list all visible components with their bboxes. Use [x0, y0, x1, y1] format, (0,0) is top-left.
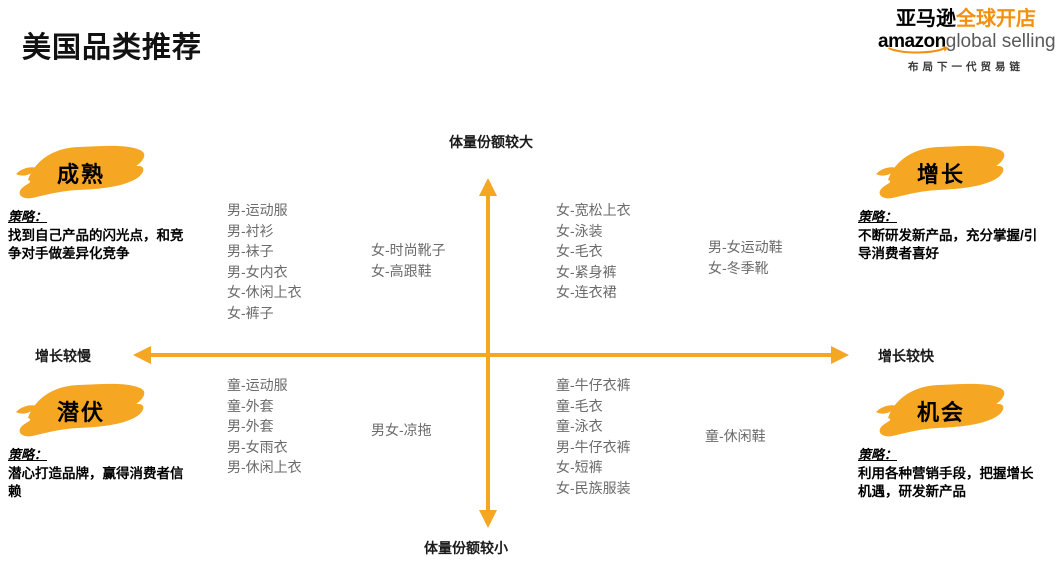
strategy-body-opportunity: 利用各种营销手段，把握增长机遇，研发新产品: [858, 466, 1034, 499]
category-item: 女-民族服装: [556, 479, 631, 496]
logo-tagline: 布局下一代贸易链: [908, 61, 1024, 73]
category-item: 女-休闲上衣: [227, 284, 302, 300]
brush-stroke-icon: 成熟: [8, 140, 154, 204]
strategy-body-latent: 潜心打造品牌，赢得消费者信赖: [8, 466, 184, 499]
category-item: 男-外套: [227, 418, 274, 434]
category-item: 童-休闲鞋: [705, 428, 766, 444]
category-item: 男-衬衫: [227, 222, 274, 239]
category-list-mature-secondary: 女-时尚靴子女-高跟鞋: [371, 240, 446, 281]
category-item: 男-女内衣: [227, 263, 288, 280]
category-item: 童-泳衣: [556, 418, 603, 434]
category-list-latent-primary: 童-运动服童-外套男-外套男-女雨衣男-休闲上衣: [227, 375, 302, 478]
category-item: 童-毛衣: [556, 397, 603, 414]
category-item: 男-女运动鞋: [708, 239, 783, 255]
category-item: 男-袜子: [227, 243, 274, 259]
category-item: 女-泳装: [556, 222, 603, 239]
category-item: 男-休闲上衣: [227, 459, 302, 475]
strategy-title-mature: 策略：: [8, 209, 48, 224]
category-list-growth-secondary: 男-女运动鞋女-冬季靴: [708, 237, 783, 278]
category-item: 男-运动服: [227, 202, 288, 218]
category-list-opportunity-primary: 童-牛仔衣裤童-毛衣童-泳衣男-牛仔衣裤女-短裤女-民族服装: [556, 375, 631, 498]
strategy-mature: 策略： 找到自己产品的闪光点，和竞争对手做差异化竞争: [8, 208, 190, 263]
logo-english-row: amazonglobal selling: [878, 31, 1056, 54]
quadrant-badge-mature: 成熟 策略： 找到自己产品的闪光点，和竞争对手做差异化竞争: [8, 140, 198, 263]
quadrant-badge-opportunity: 机会 策略： 利用各种营销手段，把握增长机遇，研发新产品: [858, 378, 1048, 501]
strategy-latent: 策略： 潜心打造品牌，赢得消费者信赖: [8, 446, 190, 501]
category-item: 女-宽松上衣: [556, 202, 631, 218]
category-item: 女-冬季靴: [708, 259, 769, 276]
logo-english-brand: amazon: [878, 31, 946, 52]
strategy-title-latent: 策略：: [8, 447, 48, 462]
quadrant-name-latent: 潜伏: [56, 400, 105, 425]
quadrant-badge-growth: 增长 策略： 不断研发新产品，充分掌握/引导消费者喜好: [858, 140, 1048, 263]
logo-chinese-brand: 亚马逊: [896, 8, 956, 30]
axis-label-right: 增长较快: [878, 348, 934, 364]
brush-stroke-icon: 潜伏: [8, 378, 154, 442]
strategy-growth: 策略： 不断研发新产品，充分掌握/引导消费者喜好: [858, 208, 1040, 263]
logo-chinese-row: 亚马逊全球开店: [878, 8, 1054, 30]
axis-label-left: 增长较慢: [35, 348, 91, 364]
brush-stroke-icon: 机会: [868, 378, 1014, 442]
quadrant-name-growth: 增长: [916, 162, 965, 187]
strategy-opportunity: 策略： 利用各种营销手段，把握增长机遇，研发新产品: [858, 446, 1040, 501]
category-list-growth-primary: 女-宽松上衣女-泳装女-毛衣女-紧身裤女-连衣裙: [556, 200, 631, 303]
quadrant-name-mature: 成熟: [56, 162, 105, 187]
category-item: 男-牛仔衣裤: [556, 438, 631, 455]
quadrant-badge-latent: 潜伏 策略： 潜心打造品牌，赢得消费者信赖: [8, 378, 198, 501]
category-item: 女-时尚靴子: [371, 242, 446, 258]
strategy-title-opportunity: 策略：: [858, 447, 898, 462]
logo-english-program: global selling: [945, 31, 1056, 52]
category-item: 女-高跟鞋: [371, 262, 432, 279]
category-item: 童-运动服: [227, 377, 288, 393]
category-item: 童-外套: [227, 397, 274, 414]
category-item: 女-短裤: [556, 459, 603, 475]
axis-label-top: 体量份额较大: [449, 134, 533, 150]
quadrant-name-opportunity: 机会: [916, 400, 965, 425]
category-item: 女-连衣裙: [556, 284, 617, 300]
category-item: 男-女雨衣: [227, 438, 288, 455]
axis-label-bottom: 体量份额较小: [424, 540, 508, 556]
category-item: 男女-凉拖: [371, 422, 432, 438]
category-item: 女-裤子: [227, 304, 274, 321]
category-list-opportunity-secondary: 童-休闲鞋: [705, 426, 766, 447]
strategy-title-growth: 策略：: [858, 209, 898, 224]
category-list-latent-secondary: 男女-凉拖: [371, 420, 432, 441]
category-item: 女-毛衣: [556, 243, 603, 259]
strategy-body-growth: 不断研发新产品，充分掌握/引导消费者喜好: [858, 228, 1038, 261]
brush-stroke-icon: 增长: [868, 140, 1014, 204]
amazon-global-selling-logo: 亚马逊全球开店 amazonglobal selling 布局下一代贸易链: [878, 8, 1056, 74]
logo-chinese-program: 全球开店: [956, 8, 1036, 30]
strategy-body-mature: 找到自己产品的闪光点，和竞争对手做差异化竞争: [8, 228, 184, 261]
page-title: 美国品类推荐: [22, 32, 203, 64]
category-item: 童-牛仔衣裤: [556, 377, 631, 393]
category-list-mature-primary: 男-运动服男-衬衫男-袜子男-女内衣女-休闲上衣女-裤子: [227, 200, 302, 323]
amazon-smile-swoosh-icon: [888, 46, 949, 54]
category-item: 女-紧身裤: [556, 263, 617, 280]
